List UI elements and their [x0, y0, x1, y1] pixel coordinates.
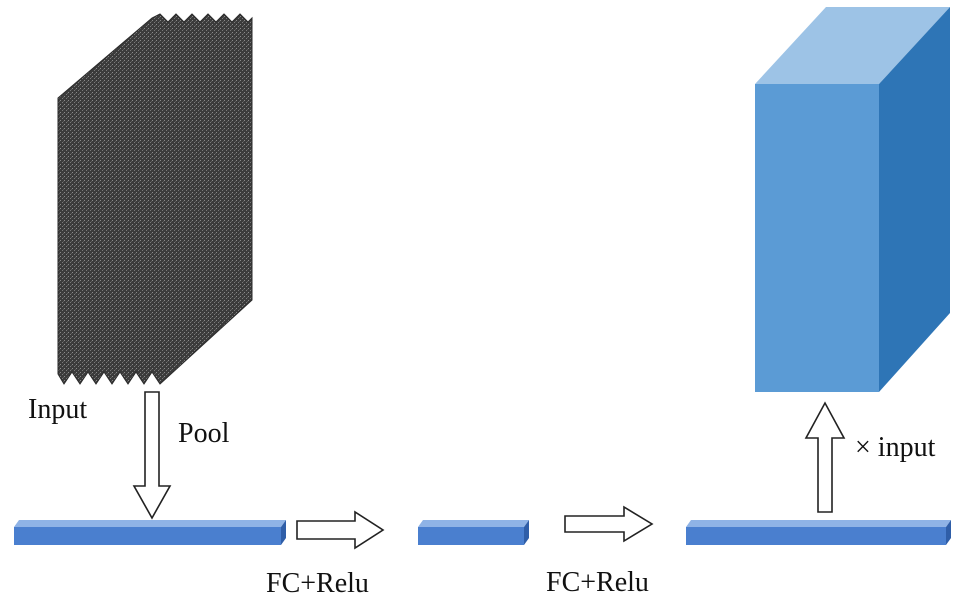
- fc2-vector-bar: [686, 520, 951, 545]
- pool-label: Pool: [178, 418, 230, 449]
- input-label: Input: [28, 394, 88, 425]
- pooled-vector-bar: [14, 520, 286, 545]
- fc-relu-label-2: FC+Relu: [546, 567, 649, 598]
- output-feature-box: [755, 7, 950, 392]
- input-feature-block: [57, 13, 253, 385]
- times-input-label: × input: [855, 432, 936, 463]
- fc1-vector-bar: [418, 520, 529, 545]
- fc-relu-arrow-2-icon: [564, 505, 654, 543]
- fc-relu-label-1: FC+Relu: [266, 568, 369, 599]
- fc-relu-arrow-1-icon: [296, 510, 385, 550]
- pool-arrow-icon: [132, 391, 172, 520]
- scale-arrow-icon: [804, 401, 846, 513]
